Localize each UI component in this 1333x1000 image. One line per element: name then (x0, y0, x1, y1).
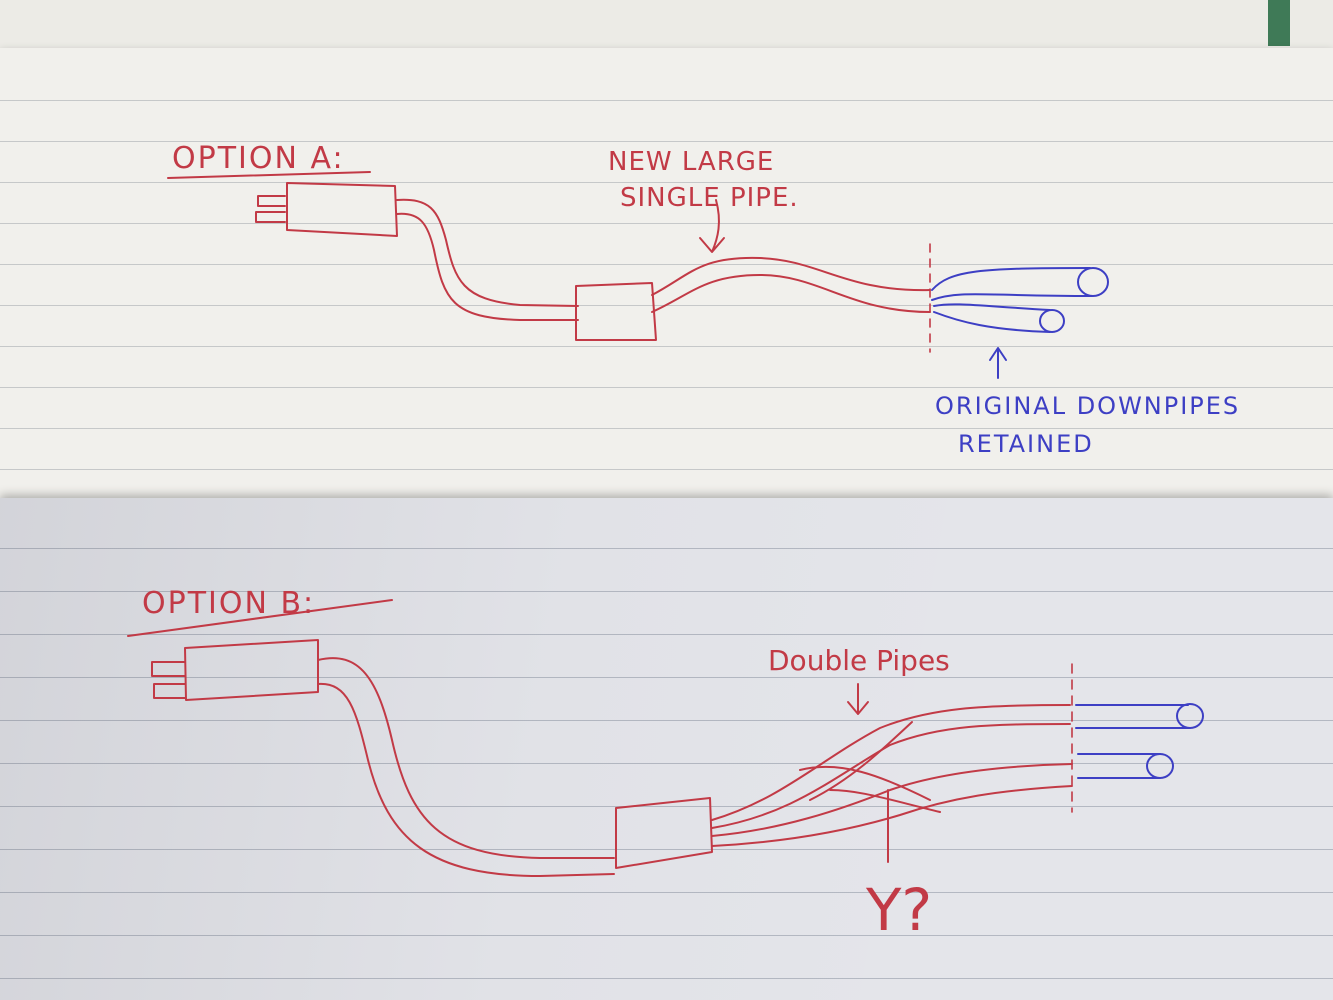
pipe-a-upper-edge (396, 198, 579, 307)
double-pipe-1 (711, 704, 1071, 821)
new-large-note-line1: NEW LARGE (608, 147, 774, 177)
double-pipe-3 (711, 763, 1073, 837)
double-pipes-note: Double Pipes (768, 644, 950, 677)
arrow-to-downpipes (989, 347, 1007, 379)
downpipe-upper-end (1176, 703, 1204, 729)
option-a-title-underline (167, 171, 371, 179)
shadow-overlay (0, 498, 1333, 1000)
crossing-pipe-c (829, 789, 941, 813)
original-downpipes-line1: ORIGINAL DOWNPIPES (935, 392, 1240, 420)
arrow-to-double-pipes (847, 683, 869, 715)
double-pipe-4 (711, 785, 1073, 847)
option-b-title-underline (127, 599, 393, 637)
ruled-lines (0, 498, 1333, 1000)
arrow-to-large-pipe (699, 199, 725, 253)
option-a-title: OPTION A: (172, 141, 345, 176)
pipe-a-lower-edge (396, 212, 579, 321)
double-pipe-2 (711, 723, 1071, 829)
crossing-pipe-b (809, 721, 913, 801)
exhaust-tips (151, 661, 186, 699)
downpipe-lower-end (1039, 309, 1065, 333)
middle-silencer-box (615, 797, 713, 869)
rear-silencer-box (184, 639, 319, 701)
rear-silencer-box (286, 182, 398, 237)
downpipe-upper-top (931, 267, 1091, 291)
option-a-group: OPTION A: NEW LARGE SINGLE PIPE. ORIGINA… (167, 141, 1240, 458)
pipe-b-lower-edge (317, 682, 615, 877)
option-b-title: OPTION B: (142, 586, 315, 621)
new-large-note-line2: SINGLE PIPE. (620, 183, 799, 213)
pipe-b-upper-edge (317, 657, 615, 859)
downpipe-lower-end (1146, 753, 1174, 779)
green-marker-edge (1268, 0, 1290, 46)
large-pipe-lower-edge (651, 274, 931, 313)
option-b-paper-sheet (0, 498, 1333, 1000)
large-pipe-upper-edge (651, 256, 931, 296)
middle-silencer-box (575, 282, 657, 341)
downpipe-lower-bottom (933, 311, 1051, 333)
option-b-group: OPTION B: Double Pipes Y? (127, 586, 1204, 944)
downpipe-upper-bottom (931, 293, 1093, 301)
crossing-pipe-a (799, 765, 931, 801)
y-question-note: Y? (865, 876, 932, 944)
downpipe-upper-end (1077, 267, 1109, 297)
downpipe-lower-top (933, 303, 1051, 311)
original-downpipes-line2: RETAINED (958, 430, 1094, 458)
exhaust-tips (255, 195, 286, 223)
